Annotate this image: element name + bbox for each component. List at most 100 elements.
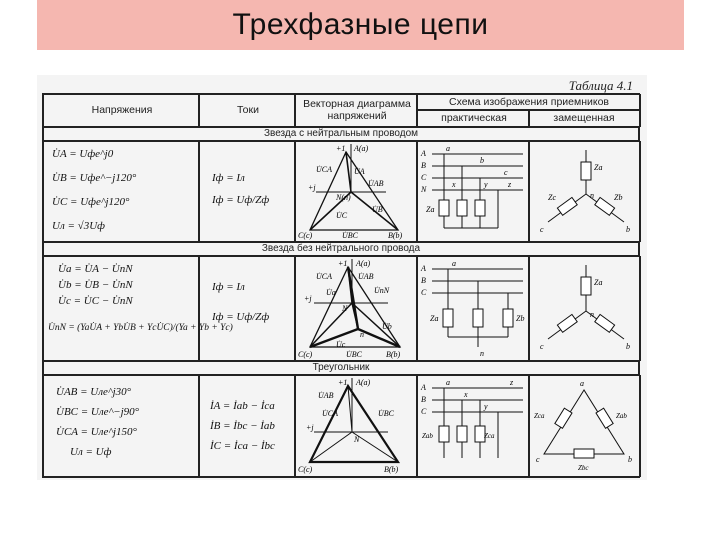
table-grid: Напряжения Токи Векторная диаграмма напр… bbox=[42, 93, 641, 478]
row2-label-B: B(b) bbox=[386, 350, 401, 359]
row3-eq-b: b bbox=[628, 455, 632, 464]
row1-label-UA: U̇A bbox=[354, 167, 365, 176]
row1-eq-b: b bbox=[626, 225, 630, 234]
row2-label-plusj: +j bbox=[304, 294, 312, 303]
row1-practical-cell: A B C N a b c x y z Za bbox=[417, 141, 529, 242]
row3-label-UBC: U̇BC bbox=[378, 409, 395, 418]
row1-scheme-z: z bbox=[507, 180, 512, 189]
row1-label-A: A(a) bbox=[353, 144, 369, 153]
row1-label-plus1: +1 bbox=[336, 144, 345, 153]
row1-scheme-Za: Za bbox=[426, 205, 434, 214]
header-vector-cell: Векторная диаграмма напряжений bbox=[295, 94, 417, 127]
row2-label-Ub: U̇b bbox=[382, 322, 392, 331]
header-equivalent: замещенная bbox=[553, 112, 615, 124]
row1-equivalent-cell: Za n Zc Zb c b bbox=[529, 141, 641, 242]
row3-scheme-B: B bbox=[421, 395, 426, 404]
row3-label-N: N bbox=[353, 435, 360, 444]
row3-scheme-a: a bbox=[446, 378, 450, 387]
header-voltages: Напряжения bbox=[91, 104, 153, 116]
row3-scheme-x: x bbox=[463, 390, 468, 399]
row2-voltage-1: U̇a = U̇A − U̇nN bbox=[58, 263, 133, 275]
row2-label-n: n bbox=[360, 330, 364, 339]
row2-eq-Za: Za bbox=[594, 278, 602, 287]
page-title: Трехфазные цепи bbox=[232, 8, 489, 41]
row1-eq-Za: Za bbox=[594, 163, 602, 172]
header-practical: практическая bbox=[441, 112, 507, 124]
row3-current-2: İB = İbc − İab bbox=[210, 420, 275, 432]
row2-practical-scheme: A B C a n Za Zb bbox=[420, 259, 524, 358]
row3-current-1: İA = İab − İca bbox=[210, 400, 275, 412]
row2-scheme-Zb: Zb bbox=[516, 314, 524, 323]
row3-label-C: C(c) bbox=[298, 465, 313, 474]
row2-voltage-4: U̇nN = (YaU̇A + YbU̇B + YcU̇C)/(Ya + Yb … bbox=[48, 323, 233, 333]
row2-voltages-cell: U̇a = U̇A − U̇nN U̇b = U̇B − U̇nN U̇c = … bbox=[43, 256, 233, 361]
section-1-bar: Звезда с нейтральным проводом bbox=[43, 127, 639, 141]
row1-vector-cell: +1 A(a) +j N(n) U̇A U̇AB U̇CA U̇B U̇C U̇… bbox=[295, 141, 417, 242]
row2-scheme-a: a bbox=[452, 259, 456, 268]
row3-scheme-y: y bbox=[483, 402, 488, 411]
row3-vector-diagram: +1 A(a) +j N U̇AB U̇CA U̇BC C(c) B(b) bbox=[298, 378, 401, 474]
row3-scheme-Zca: Zca bbox=[484, 432, 495, 440]
row2-currents-cell: Iф = Iл Iф = Uф/Zф bbox=[199, 256, 295, 361]
row2-scheme-n: n bbox=[480, 349, 484, 358]
row1-voltages-cell: U̇A = Uфe^j0 U̇B = Uфe^−j120° U̇C = Uфe^… bbox=[43, 141, 199, 242]
row2-label-N: N bbox=[341, 304, 348, 313]
row3-scheme-Zab: Zab bbox=[422, 432, 433, 440]
section-2-title: Звезда без нейтрального провода bbox=[261, 243, 421, 254]
row3-equivalent-cell: a Zca Zab Zbc c b bbox=[529, 375, 641, 477]
row2-scheme-B: B bbox=[421, 276, 426, 285]
row1-label-C: C(c) bbox=[298, 231, 313, 240]
row2-label-UnN: U̇nN bbox=[374, 286, 390, 295]
header-voltages-cell: Напряжения bbox=[43, 94, 199, 127]
row2-vector-cell: +1 A(a) +j N n U̇AB U̇CA U̇nN U̇a U̇c U̇… bbox=[295, 256, 417, 361]
row3-label-plusj: +j bbox=[306, 423, 314, 432]
header-vector-line2: напряжений bbox=[327, 110, 387, 122]
row3-eq-c: c bbox=[536, 455, 540, 464]
row2-scheme-A: A bbox=[420, 264, 426, 273]
row3-eq-a: a bbox=[580, 379, 584, 388]
row2-practical-cell: A B C a n Za Zb bbox=[417, 256, 529, 361]
header-equivalent-cell: замещенная bbox=[529, 110, 641, 127]
row1-eq-Zb: Zb bbox=[614, 193, 622, 202]
row2-eq-n: n bbox=[590, 310, 594, 319]
row2-current-2: Iф = Uф/Zф bbox=[212, 311, 270, 323]
row3-voltage-2: U̇BC = Uлe^−j90° bbox=[56, 406, 140, 418]
row3-currents-cell: İA = İab − İca İB = İbc − İab İC = İca −… bbox=[199, 375, 295, 477]
header-currents: Токи bbox=[237, 104, 259, 116]
row2-vector-diagram: +1 A(a) +j N n U̇AB U̇CA U̇nN U̇a U̇c U̇… bbox=[298, 259, 402, 359]
row3-voltages-cell: U̇AB = Uлe^j30° U̇BC = Uлe^−j90° U̇CA = … bbox=[43, 375, 199, 477]
row3-vector-cell: +1 A(a) +j N U̇AB U̇CA U̇BC C(c) B(b) bbox=[295, 375, 417, 477]
row3-practical-scheme: A B C a x y z Zab Zca bbox=[420, 378, 523, 458]
row1-scheme-N: N bbox=[420, 185, 427, 194]
row1-scheme-c: c bbox=[504, 168, 508, 177]
row1-scheme-C: C bbox=[421, 173, 427, 182]
row2-equivalent-scheme: Za n c b bbox=[540, 265, 630, 351]
row1-practical-scheme: A B C N a b c x y z Za bbox=[420, 144, 523, 229]
row1-eq-c: c bbox=[540, 225, 544, 234]
row3-eq-Zab: Zab bbox=[616, 412, 627, 420]
row1-scheme-A: A bbox=[420, 149, 426, 158]
row3-eq-Zbc: Zbc bbox=[578, 464, 589, 472]
row3-current-3: İC = İca − İbc bbox=[210, 440, 275, 452]
row3-voltage-4: Uл = Uф bbox=[70, 446, 112, 458]
row1-label-plusj: +j bbox=[308, 183, 316, 192]
row2-eq-c: c bbox=[540, 342, 544, 351]
row1-label-UBC: U̇BC bbox=[342, 231, 359, 240]
row3-label-UCA: U̇CA bbox=[322, 409, 338, 418]
row2-label-UCA: U̇CA bbox=[316, 272, 332, 281]
row1-eq-n: n bbox=[590, 191, 594, 200]
header-vector-line1: Векторная диаграмма bbox=[303, 98, 411, 110]
row2-label-A: A(a) bbox=[355, 259, 371, 268]
table-caption: Таблица 4.1 bbox=[568, 78, 633, 93]
row1-scheme-a: a bbox=[446, 144, 450, 153]
row2-voltage-3: U̇c = U̇C − U̇nN bbox=[58, 295, 133, 307]
table-sheet: Таблица 4.1 Напряжения Токи Векторная ди… bbox=[37, 75, 647, 480]
row3-label-B: B(b) bbox=[384, 465, 399, 474]
row3-label-A: A(a) bbox=[355, 378, 371, 387]
header-practical-cell: практическая bbox=[417, 110, 529, 127]
row2-label-UBC: U̇BC bbox=[346, 350, 363, 359]
row1-scheme-B: B bbox=[421, 161, 426, 170]
row1-label-UCA: U̇CA bbox=[316, 165, 332, 174]
row1-eq-Zc: Zc bbox=[548, 193, 556, 202]
row2-label-Ua: U̇a bbox=[326, 288, 336, 297]
